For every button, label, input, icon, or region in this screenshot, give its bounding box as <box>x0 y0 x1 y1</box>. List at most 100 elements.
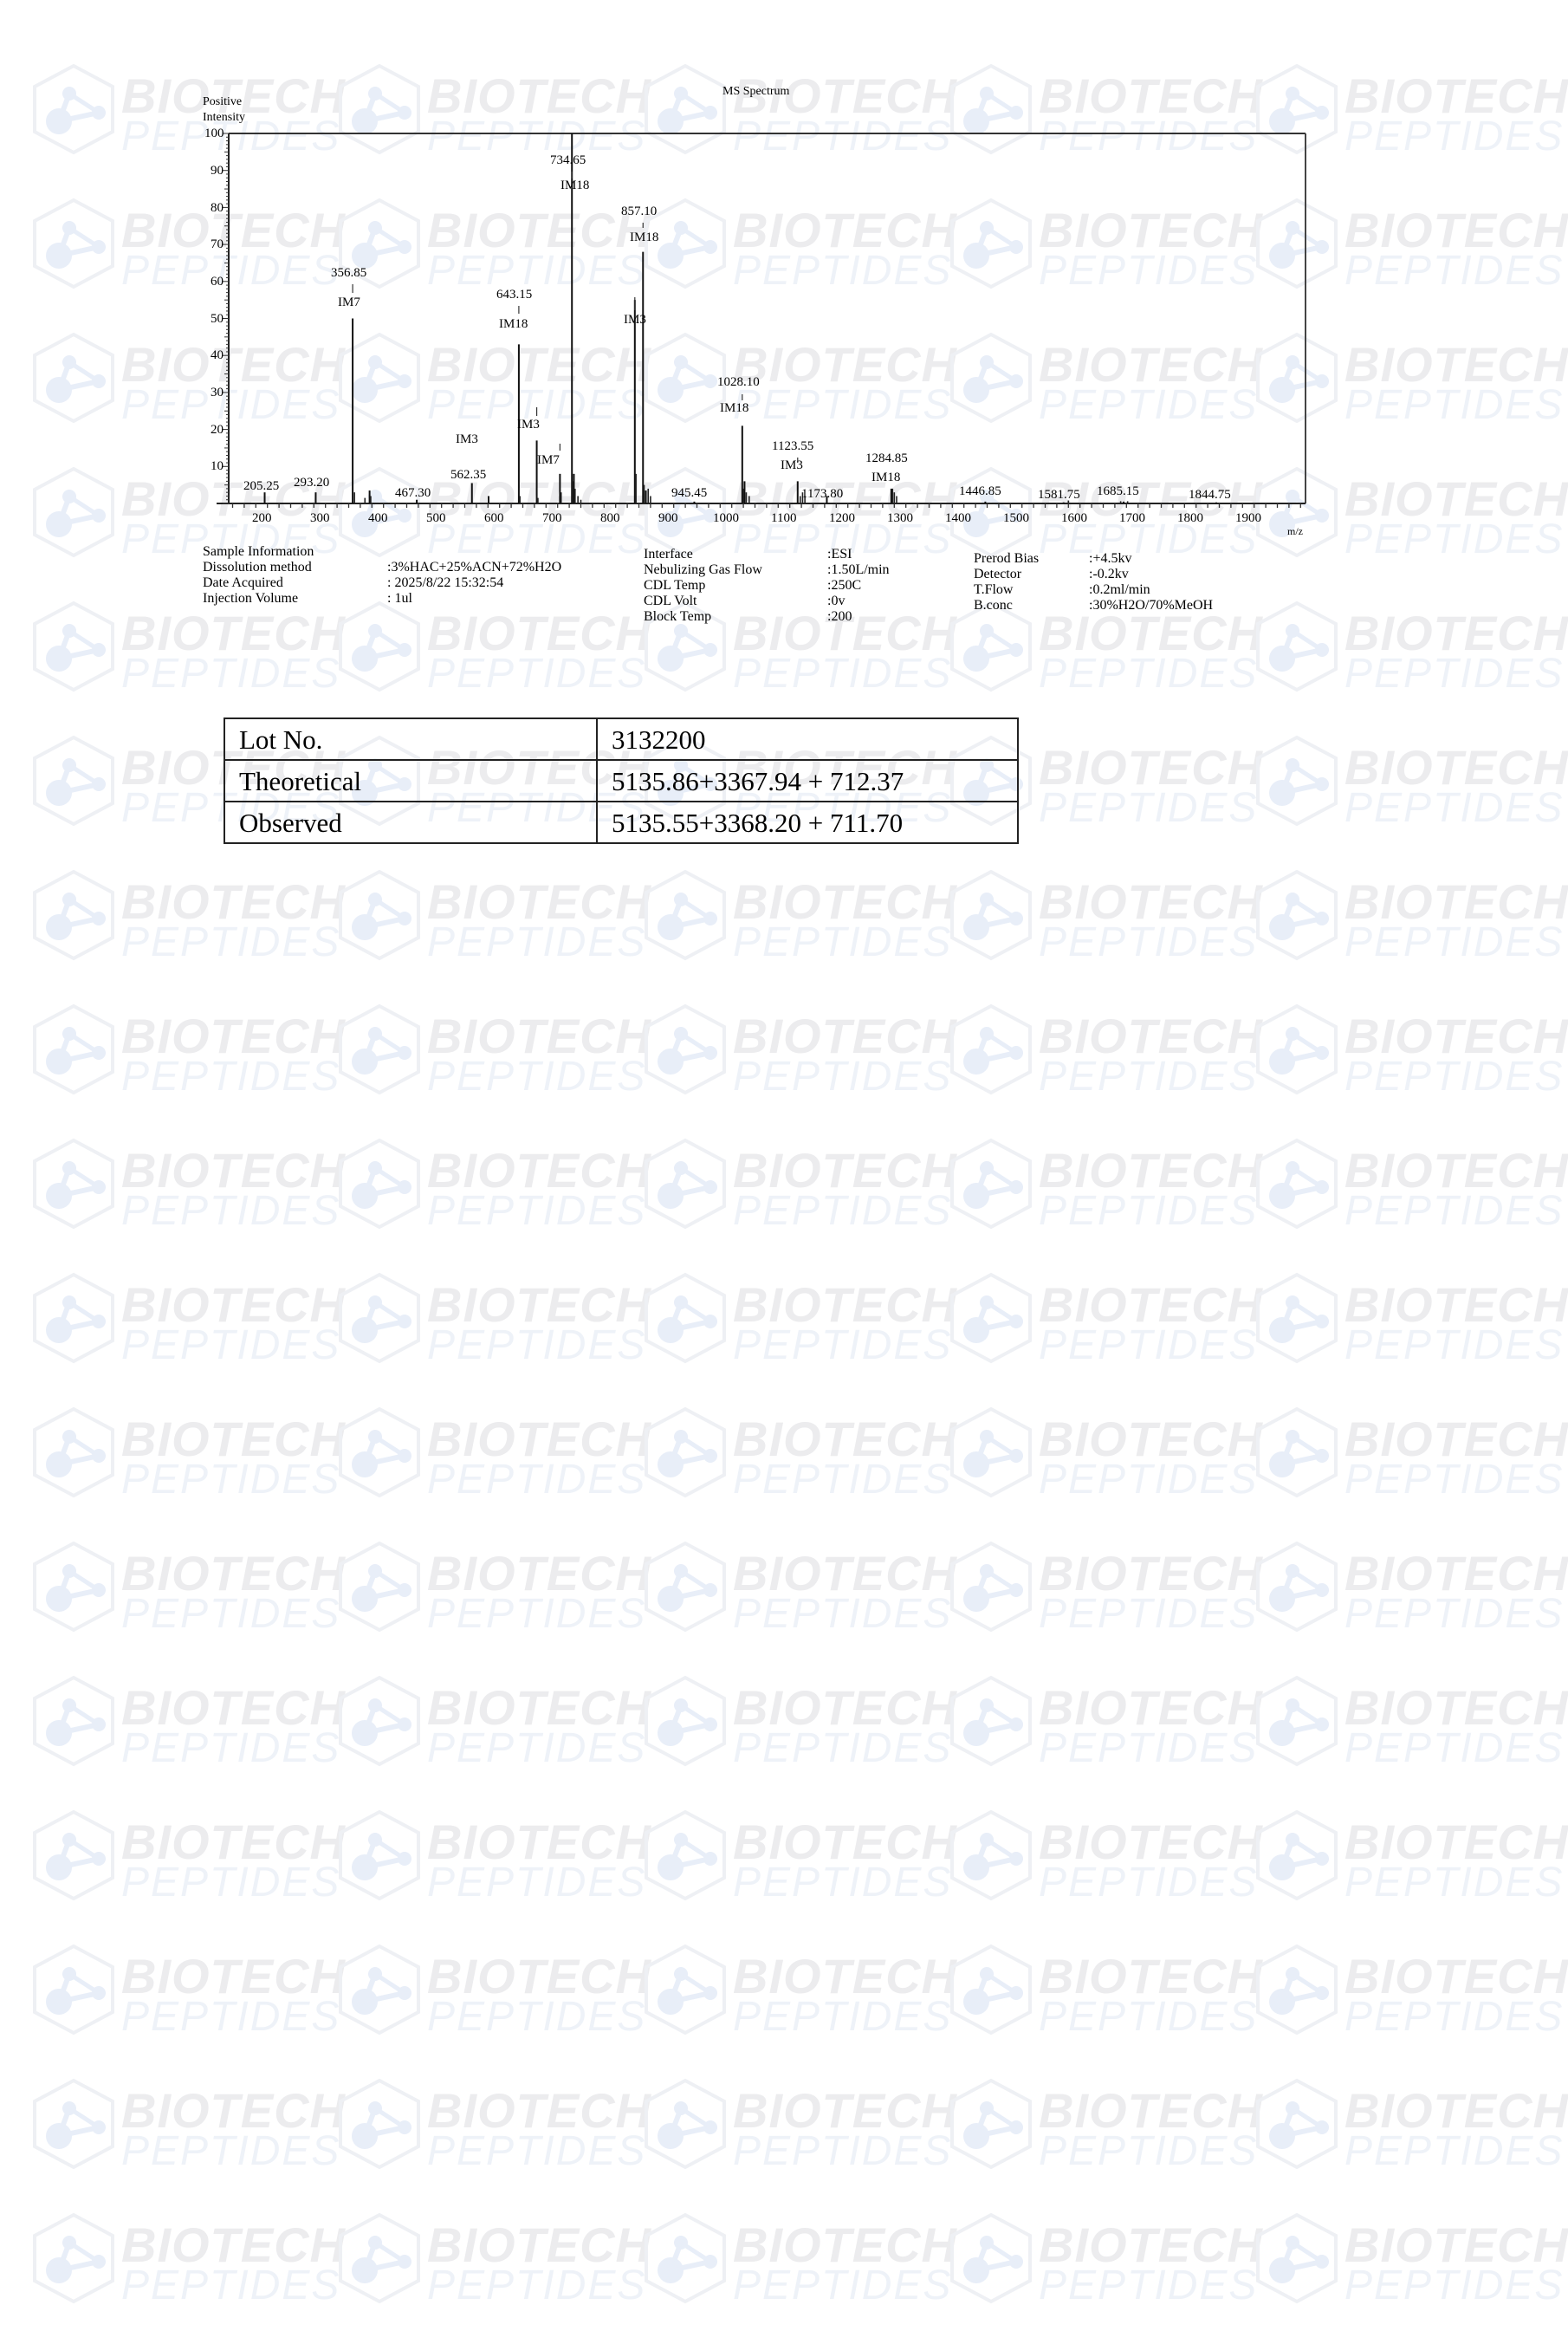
peak-ion-label: IM7 <box>338 295 360 309</box>
x-tick-label: 1100 <box>771 511 797 525</box>
table-row: Theoretical 5135.86+3367.94 + 712.37 <box>224 759 1019 802</box>
sample-info: Sample Information <box>203 544 314 560</box>
y-tick-label: 30 <box>211 386 224 399</box>
detector-info-label: Detector <box>974 567 1022 581</box>
x-tick-label: 1900 <box>1235 511 1261 525</box>
detector-info-labels: Prerod Bias Detector T.Flow B.conc <box>974 551 1039 614</box>
molecule-hexagon-icon <box>950 2212 1032 2304</box>
molecule-hexagon-icon <box>1256 2212 1338 2304</box>
sample-info-value: : 2025/8/22 15:32:54 <box>387 575 504 590</box>
molecule-hexagon-icon <box>339 2212 420 2304</box>
peak-mz-label: 1844.75 <box>1189 488 1231 502</box>
watermark-text-peptides: PEPTIDES <box>427 2263 647 2308</box>
sample-info-values: :3%HAC+25%ACN+72%H2O : 2025/8/22 15:32:5… <box>387 560 561 607</box>
instrument-info-labels: Interface Nebulizing Gas Flow CDL Temp C… <box>644 547 762 625</box>
sample-info-label: Date Acquired <box>203 575 283 590</box>
detector-info-label: T.Flow <box>974 582 1014 597</box>
peak-mz-label: 1028.10 <box>717 375 760 389</box>
peak-mz-label: 205.25 <box>243 479 280 493</box>
x-tick-label: 1300 <box>887 511 913 525</box>
table-row: Lot No. 3132200 <box>224 717 1019 761</box>
peak-mz-label: 356.85 <box>331 266 367 280</box>
instrument-info-value: :200 <box>827 609 852 624</box>
document-page: MS Spectrum Positive Intensity m/z 100 9… <box>203 85 1306 844</box>
peak-ion-label: IM18 <box>499 317 528 331</box>
detector-info-label: B.conc <box>974 598 1013 613</box>
table-cell-value: 3132200 <box>596 717 1019 761</box>
peak-ion-label: IM18 <box>871 471 901 484</box>
detector-info-values: :+4.5kv :-0.2kv :0.2ml/min :30%H2O/70%Me… <box>1089 551 1213 614</box>
y-tick-label: 60 <box>211 275 224 289</box>
y-axis-label-line1: Positive <box>203 95 243 108</box>
peak-mz-label: 467.30 <box>395 486 431 500</box>
chart-title: MS Spectrum <box>722 85 790 98</box>
x-tick-label: 1400 <box>945 511 971 525</box>
peak-mz-label: 945.45 <box>671 486 708 500</box>
y-tick-label: 40 <box>211 348 224 362</box>
peak-ion-label: IM3 <box>456 432 478 446</box>
table-cell-value: 5135.55+3368.20 + 711.70 <box>596 801 1019 844</box>
y-tick-label: 80 <box>211 201 224 215</box>
peak-mz-label: 643.15 <box>496 288 533 302</box>
ms-spectrum-plot <box>217 133 1306 508</box>
sample-info-heading: Sample Information <box>203 544 314 559</box>
watermark-text-biotech: BIOTECH <box>427 2217 651 2272</box>
table-cell-key: Observed <box>224 801 598 844</box>
x-tick-label: 900 <box>658 511 678 525</box>
sample-info-value: : 1ul <box>387 591 412 606</box>
x-tick-label: 1200 <box>829 511 855 525</box>
y-tick-label: 10 <box>211 459 224 473</box>
y-tick-label: 20 <box>211 423 224 437</box>
x-tick-label: 700 <box>542 511 562 525</box>
y-tick-label: 50 <box>211 312 224 326</box>
instrument-info-label: Nebulizing Gas Flow <box>644 562 762 577</box>
x-tick-label: 1600 <box>1061 511 1087 525</box>
peak-ion-label: IM18 <box>720 401 749 415</box>
peak-ion-label: IM3 <box>781 458 803 472</box>
detector-info-value: :30%H2O/70%MeOH <box>1089 598 1214 613</box>
instrument-info-values: :ESI :1.50L/min :250C :0v :200 <box>827 547 890 625</box>
lot-summary-table: Lot No. 3132200 Theoretical 5135.86+3367… <box>224 717 1019 844</box>
instrument-info-value: :250C <box>827 578 862 593</box>
instrument-info-label: CDL Volt <box>644 594 697 608</box>
detector-info-label: Prerod Bias <box>974 551 1040 566</box>
x-tick-label: 500 <box>426 511 446 525</box>
peak-ion-label: IM18 <box>630 231 659 244</box>
sample-info-label: Injection Volume <box>203 591 299 606</box>
instrument-info-label: CDL Temp <box>644 578 706 593</box>
peak-mz-label: 734.65 <box>550 153 586 167</box>
table-row: Observed 5135.55+3368.20 + 711.70 <box>224 801 1019 844</box>
peak-mz-label: 562.35 <box>450 468 487 482</box>
x-tick-label: 1800 <box>1177 511 1203 525</box>
x-tick-label: 1000 <box>713 511 739 525</box>
instrument-info-label: Interface <box>644 547 693 562</box>
x-tick-label: 1700 <box>1119 511 1145 525</box>
molecule-hexagon-icon <box>33 2212 114 2304</box>
peak-mz-label: 1284.85 <box>865 451 908 465</box>
x-tick-label: 600 <box>484 511 504 525</box>
watermark-text-biotech: BIOTECH <box>121 2217 346 2272</box>
peak-ion-label: IM18 <box>560 179 590 192</box>
x-tick-label: 300 <box>310 511 330 525</box>
x-tick-label: 1500 <box>1003 511 1029 525</box>
peak-mz-label: 1173.80 <box>801 487 844 501</box>
peak-mz-label: 857.10 <box>621 205 658 218</box>
sample-info-labels: Dissolution method Date Acquired Injecti… <box>203 560 312 607</box>
watermark-text-biotech: BIOTECH <box>733 2217 957 2272</box>
table-cell-value: 5135.86+3367.94 + 712.37 <box>596 759 1019 802</box>
peak-mz-label: 1123.55 <box>772 439 814 453</box>
x-tick-label: 200 <box>252 511 272 525</box>
table-cell-key: Lot No. <box>224 717 598 761</box>
instrument-info-value: :0v <box>827 594 846 608</box>
instrument-info-value: :ESI <box>827 547 852 562</box>
detector-info-value: :+4.5kv <box>1089 551 1132 566</box>
peak-mz-label: 1446.85 <box>959 484 1001 498</box>
peak-ion-label: IM3 <box>517 418 540 432</box>
peak-ion-label: IM3 <box>624 313 646 327</box>
peak-mz-label: 1581.75 <box>1038 488 1080 502</box>
watermark-text-biotech: BIOTECH <box>1039 2217 1263 2272</box>
